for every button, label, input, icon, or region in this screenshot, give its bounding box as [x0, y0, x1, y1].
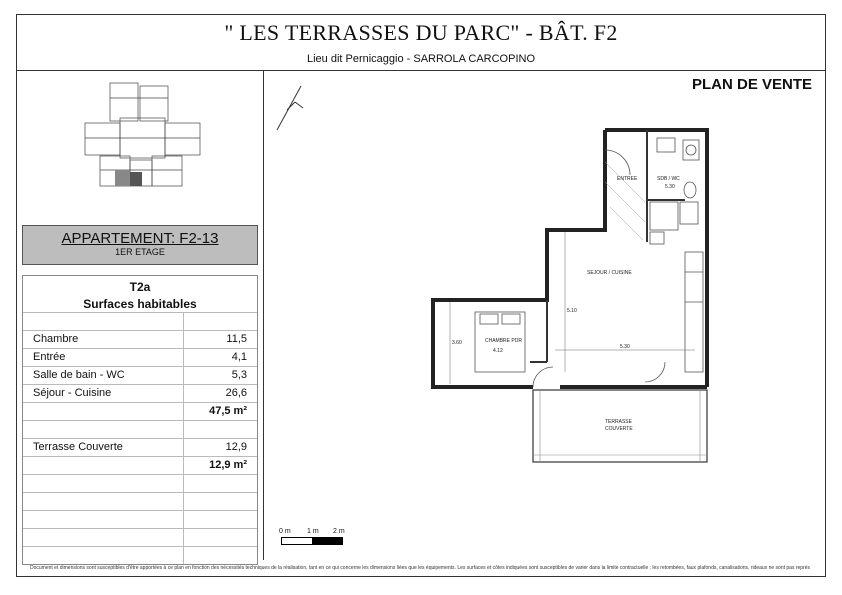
page-frame — [16, 14, 826, 577]
dim-label: 5.10 — [567, 308, 577, 314]
scale-bar: 0 m 1 m 2 m — [279, 528, 349, 545]
table-row: Chambre 11,5 — [23, 330, 257, 348]
plan-type-label: PLAN DE VENTE — [691, 76, 812, 93]
scale-label-0: 0 m — [279, 528, 291, 535]
total-row: 12,9 m² — [23, 456, 257, 474]
room-area: 26,6 — [225, 387, 247, 399]
label-sdb-area: 5.30 — [665, 184, 675, 190]
header-divider — [17, 70, 825, 71]
table-row — [23, 546, 257, 564]
apartment-floor: 1ER ETAGE — [115, 247, 165, 257]
room-name: Salle de bain - WC — [23, 367, 184, 384]
total-terrace: 12,9 m² — [209, 459, 247, 471]
table-row: Entrée 4,1 — [23, 348, 257, 366]
room-area: 12,9 — [225, 441, 247, 453]
room-name: Séjour - Cuisine — [23, 385, 184, 402]
table-row — [23, 510, 257, 528]
column-divider — [263, 70, 264, 560]
building-key-plan — [84, 82, 201, 187]
table-row: Séjour - Cuisine 26,6 — [23, 384, 257, 402]
table-row — [23, 474, 257, 492]
project-location: Lieu dit Pernicaggio - SARROLA CARCOPINO — [306, 53, 536, 65]
apartment-floor-plan: ENTREE SDB / WC 5.30 SEJOUR / CUISINE CH… — [276, 85, 709, 463]
total-row: 47,5 m² — [23, 402, 257, 420]
apartment-name: APPARTEMENT: F2-13 — [61, 230, 219, 247]
project-title: " LES TERRASSES DU PARC" - BÂT. F2 — [224, 20, 618, 45]
table-row: Salle de bain - WC 5,3 — [23, 366, 257, 384]
footer-disclaimer: Document et dimensions sont susceptibles… — [30, 565, 810, 571]
table-row — [23, 492, 257, 510]
label-sdb: SDB / WC — [657, 176, 680, 182]
label-chambre: CHAMBRE PDR — [485, 338, 522, 344]
label-sejour: SEJOUR / CUISINE — [587, 270, 632, 276]
apartment-header: APPARTEMENT: F2-13 1ER ETAGE — [22, 225, 258, 265]
room-name: Terrasse Couverte — [23, 439, 184, 456]
surfaces-title: Surfaces habitables — [83, 297, 197, 311]
total-habitable: 47,5 m² — [209, 405, 247, 417]
apartment-type: T2a — [129, 280, 151, 294]
dim-label: 5.30 — [620, 344, 630, 350]
table-row — [23, 420, 257, 438]
room-name: Entrée — [23, 349, 184, 366]
table-row: Terrasse Couverte 12,9 — [23, 438, 257, 456]
label-entree: ENTREE — [617, 176, 638, 182]
north-arrow-icon — [276, 85, 304, 131]
scale-label-1: 1 m — [307, 528, 319, 535]
label-terrasse-1: TERRASSE — [605, 419, 633, 425]
room-area: 4,1 — [231, 351, 247, 363]
surfaces-table: T2a Surfaces habitables Chambre 11,5 Entr… — [22, 275, 258, 565]
label-terrasse-2: COUVERTE — [605, 426, 633, 432]
label-chambre-area: 4.12 — [493, 348, 503, 354]
room-area: 11,5 — [226, 333, 247, 345]
dim-label: 3.60 — [452, 340, 462, 346]
scale-label-2: 2 m — [333, 528, 345, 535]
room-area: 5,3 — [231, 369, 247, 381]
room-name: Chambre — [23, 331, 184, 348]
table-row — [23, 312, 257, 330]
table-row — [23, 528, 257, 546]
